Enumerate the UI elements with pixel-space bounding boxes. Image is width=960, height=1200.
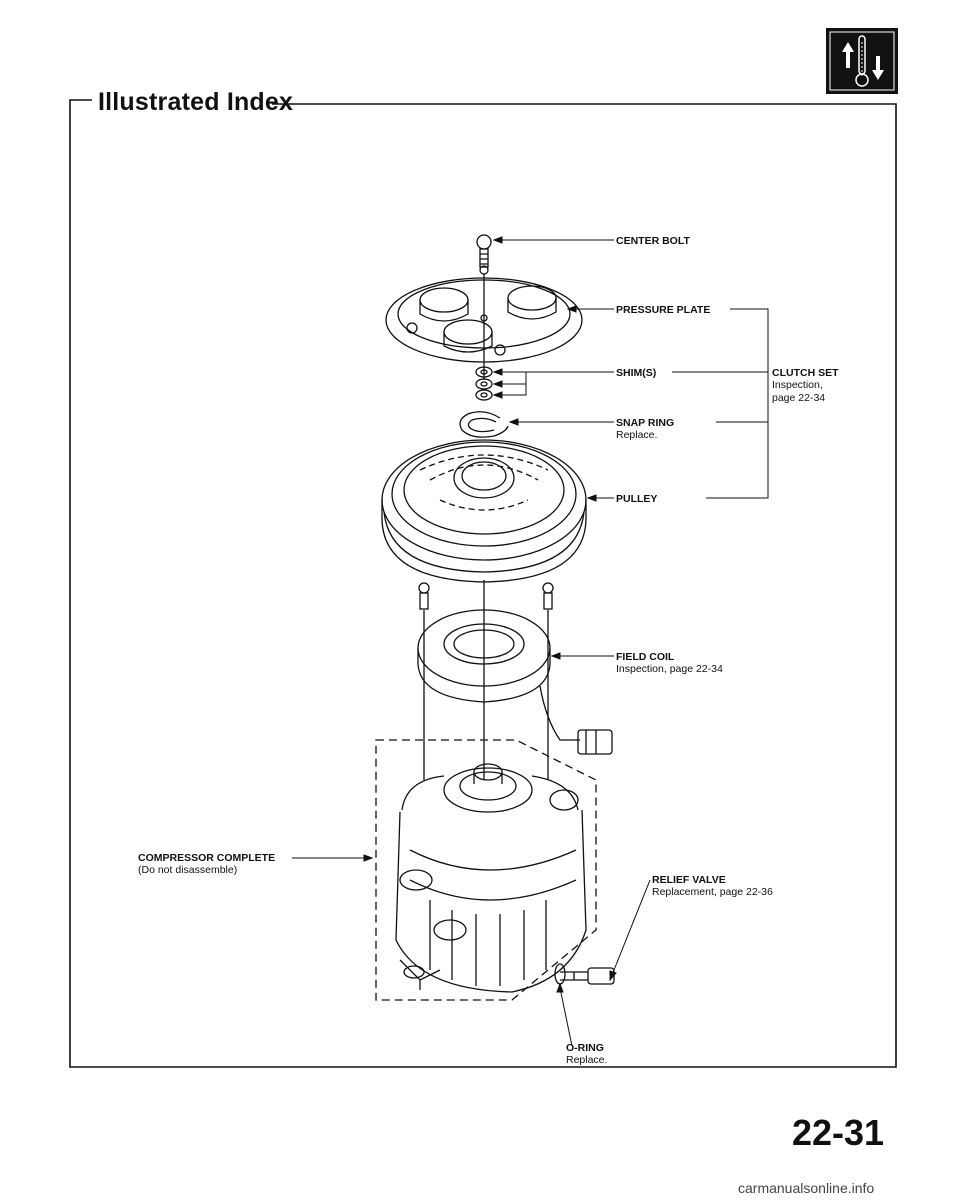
label-clutch-set-note2: page 22-34 (772, 392, 826, 404)
label-clutch-set-name: CLUTCH SET (772, 367, 839, 379)
label-center-bolt-name: CENTER BOLT (616, 235, 690, 247)
o-ring-part (554, 963, 566, 985)
label-relief-valve-name: RELIEF VALVE (652, 874, 726, 886)
snap-ring-part (459, 411, 509, 438)
field-coil-part (417, 609, 613, 755)
label-snap-ring: SNAP RING Replace. (616, 417, 674, 442)
label-compressor-name: COMPRESSOR COMPLETE (138, 852, 276, 864)
label-o-ring-name: O-RING (566, 1042, 604, 1054)
label-shims: SHIM(S) (616, 367, 656, 379)
label-snap-ring-name: SNAP RING (616, 417, 675, 429)
page-number: 22-31 (792, 1112, 885, 1153)
label-compressor: COMPRESSOR COMPLETE (Do not disassemble) (138, 852, 275, 877)
label-compressor-note: (Do not disassemble) (138, 864, 238, 876)
compressor-body-part (395, 763, 587, 993)
label-o-ring-note: Replace. (566, 1054, 608, 1066)
label-o-ring: O-RING Replace. (566, 1042, 607, 1067)
compressor-parts (375, 234, 615, 1001)
pulley-part (381, 439, 587, 583)
label-pulley: PULLEY (616, 493, 657, 505)
pulley-bolts-part (418, 582, 554, 780)
label-field-coil-name: FIELD COIL (616, 651, 675, 663)
label-snap-ring-note: Replace. (616, 429, 658, 441)
ac-thermometer-icon (826, 28, 898, 94)
leader-lines (292, 236, 769, 1047)
label-pressure-plate: PRESSURE PLATE (616, 304, 710, 316)
shims-part (475, 366, 493, 401)
label-clutch-set-note1: Inspection, (772, 379, 823, 391)
label-pressure-plate-name: PRESSURE PLATE (616, 304, 711, 316)
page-title: Illustrated Index (98, 88, 294, 116)
label-pulley-name: PULLEY (616, 493, 658, 505)
label-field-coil-note: Inspection, page 22-34 (616, 663, 723, 675)
watermark: carmanualsonline.info (738, 1180, 875, 1196)
label-clutch-set: CLUTCH SET Inspection, page 22-34 (772, 367, 839, 405)
label-center-bolt: CENTER BOLT (616, 235, 690, 247)
label-field-coil: FIELD COIL Inspection, page 22-34 (616, 651, 723, 676)
label-relief-valve: RELIEF VALVE Replacement, page 22-36 (652, 874, 773, 899)
pressure-plate-part (385, 274, 583, 380)
center-bolt-part (476, 234, 492, 275)
label-shims-name: SHIM(S) (616, 367, 657, 379)
label-relief-valve-note: Replacement, page 22-36 (652, 886, 773, 898)
relief-valve-part (560, 967, 615, 985)
